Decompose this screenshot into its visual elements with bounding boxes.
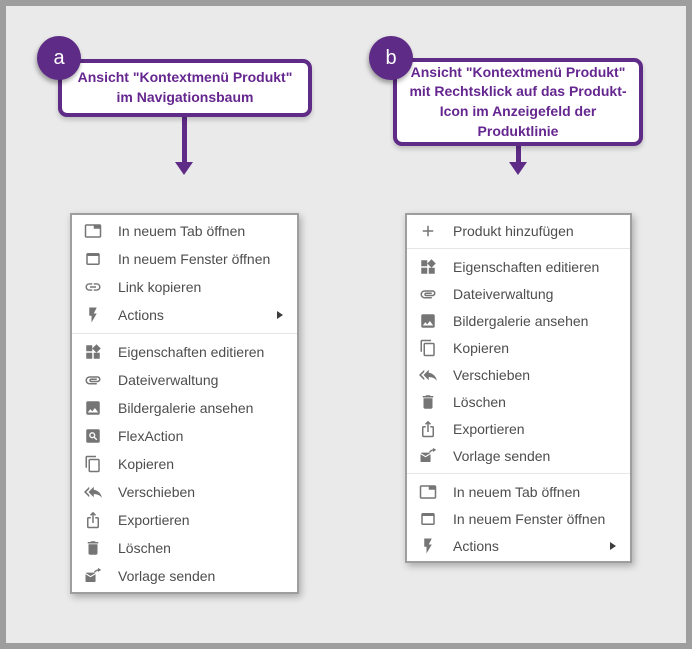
submenu-arrow-icon [610, 541, 616, 550]
menu-item-label: Vorlage senden [453, 447, 551, 464]
menu-item[interactable]: Actions [72, 301, 297, 329]
attachment-icon [419, 285, 437, 303]
annotation-text-a: Ansicht "Kontextmenü Produkt" im Navigat… [77, 69, 293, 105]
menu-item-label: Exportieren [118, 512, 190, 528]
menu-item[interactable]: Kopieren [407, 334, 630, 361]
menu-item-label: In neuem Tab öffnen [118, 223, 246, 239]
plus-icon [419, 222, 437, 240]
menu-item[interactable]: In neuem Fenster öffnen [407, 505, 630, 532]
menu-separator [72, 333, 297, 334]
trash-icon [84, 539, 102, 557]
submenu-arrow-icon [277, 311, 283, 319]
link-icon [84, 278, 102, 296]
menu-item-label: FlexAction [118, 428, 184, 444]
search-box-icon [84, 427, 102, 445]
annotation-box-b: Ansicht "Kontextmenü Produkt" mit Rechts… [393, 58, 643, 146]
menu-item-label: Produkt hinzufügen [453, 222, 574, 239]
menu-separator [407, 473, 630, 474]
send-template-icon [84, 567, 102, 585]
menu-item-label: Vorlage senden [118, 568, 216, 584]
menu-item[interactable]: In neuem Tab öffnen [72, 217, 297, 245]
move-reply-all-icon [84, 483, 102, 501]
move-reply-all-icon [419, 366, 437, 384]
annotation-arrow-stem-a [182, 116, 187, 163]
annotation-box-a: Ansicht "Kontextmenü Produkt" im Navigat… [58, 59, 312, 117]
menu-item-label: In neuem Tab öffnen [453, 483, 581, 500]
menu-item[interactable]: Dateiverwaltung [72, 366, 297, 394]
annotation-arrow-head-b [509, 162, 527, 175]
menu-item-label: Bildergalerie ansehen [453, 312, 589, 329]
context-menu-navigation-tree: In neuem Tab öffnen In neuem Fenster öff… [70, 213, 299, 594]
copy-icon [84, 455, 102, 473]
menu-item[interactable]: In neuem Tab öffnen [407, 478, 630, 505]
menu-item[interactable]: Bildergalerie ansehen [407, 307, 630, 334]
menu-item-label: Actions [453, 537, 499, 554]
menu-item-label: Dateiverwaltung [453, 285, 554, 302]
annotation-badge-letter-a: a [53, 46, 65, 69]
export-icon [84, 511, 102, 529]
menu-item-label: Eigenschaften editieren [118, 344, 265, 360]
menu-item[interactable]: FlexAction [72, 422, 297, 450]
menu-item[interactable]: Bildergalerie ansehen [72, 394, 297, 422]
menu-item[interactable]: Löschen [72, 534, 297, 562]
menu-item-label: Löschen [453, 393, 506, 410]
context-menu-product-icon: Produkt hinzufügen Eigenschaften editier… [405, 213, 632, 563]
menu-item-label: Verschieben [118, 484, 196, 500]
menu-item[interactable]: Exportieren [72, 506, 297, 534]
copy-icon [419, 339, 437, 357]
menu-item-label: Eigenschaften editieren [453, 258, 600, 275]
menu-item-label: Link kopieren [118, 279, 202, 295]
annotation-badge-letter-b: b [385, 46, 397, 69]
menu-item-label: Actions [118, 307, 164, 323]
menu-item-label: Kopieren [453, 339, 510, 356]
open-in-new-window-icon [419, 510, 437, 528]
menu-item-label: Exportieren [453, 420, 525, 437]
attachment-icon [84, 371, 102, 389]
menu-item[interactable]: In neuem Fenster öffnen [72, 245, 297, 273]
menu-separator [407, 248, 630, 249]
menu-item-label: Kopieren [118, 456, 175, 472]
open-in-new-tab-icon [419, 483, 437, 501]
image-icon [419, 312, 437, 330]
widgets-icon [419, 258, 437, 276]
export-icon [419, 420, 437, 438]
annotation-arrow-stem-b [516, 145, 521, 163]
annotation-badge-b: b [369, 36, 413, 80]
menu-item[interactable]: Link kopieren [72, 273, 297, 301]
send-template-icon [419, 447, 437, 465]
menu-item[interactable]: Dateiverwaltung [407, 280, 630, 307]
menu-item[interactable]: Verschieben [72, 478, 297, 506]
flash-icon [419, 537, 437, 555]
menu-item-label: Löschen [118, 540, 171, 556]
menu-item[interactable]: Kopieren [72, 450, 297, 478]
menu-item[interactable]: Eigenschaften editieren [72, 338, 297, 366]
annotation-text-b: Ansicht "Kontextmenü Produkt" mit Rechts… [409, 63, 627, 139]
menu-item-label: Bildergalerie ansehen [118, 400, 254, 416]
menu-item[interactable]: Eigenschaften editieren [407, 253, 630, 280]
menu-item[interactable]: Produkt hinzufügen [407, 217, 630, 244]
annotation-badge-a: a [37, 36, 81, 80]
menu-item[interactable]: Vorlage senden [72, 562, 297, 590]
flash-icon [84, 306, 102, 324]
trash-icon [419, 393, 437, 411]
menu-item[interactable]: Vorlage senden [407, 442, 630, 469]
open-in-new-tab-icon [84, 222, 102, 240]
image-icon [84, 399, 102, 417]
open-in-new-window-icon [84, 250, 102, 268]
annotation-arrow-head-a [175, 162, 193, 175]
menu-item-label: In neuem Fenster öffnen [453, 510, 606, 527]
widgets-icon [84, 343, 102, 361]
menu-item[interactable]: Verschieben [407, 361, 630, 388]
menu-item-label: In neuem Fenster öffnen [118, 251, 271, 267]
menu-item[interactable]: Actions [407, 532, 630, 559]
menu-item-label: Dateiverwaltung [118, 372, 219, 388]
menu-item-label: Verschieben [453, 366, 531, 383]
menu-item[interactable]: Exportieren [407, 415, 630, 442]
menu-item[interactable]: Löschen [407, 388, 630, 415]
